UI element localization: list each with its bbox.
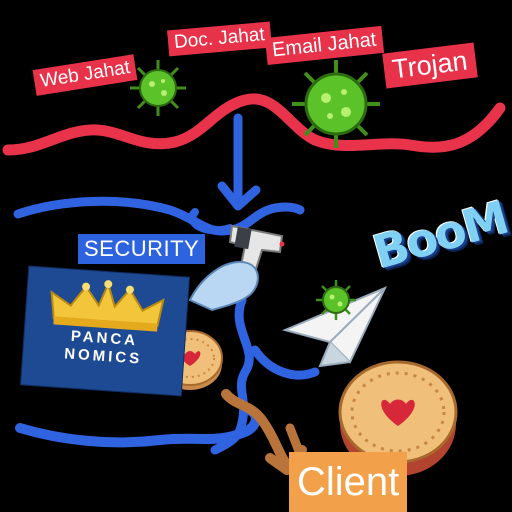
red-boundary-line	[2, 93, 506, 156]
blue-lower-boundary	[15, 405, 261, 448]
client-label: Client	[289, 452, 408, 512]
virus-icon	[292, 60, 380, 148]
blue-arrow-head	[217, 181, 261, 211]
virus-icon	[316, 280, 356, 320]
crown-icon	[50, 280, 165, 332]
brown-arrow-to-client	[221, 389, 290, 467]
blue-right-loop	[250, 345, 320, 380]
security-label: SECURITY	[78, 234, 206, 264]
cookie-icon	[338, 360, 458, 476]
pancanomics-logo: PANCA NOMICS	[21, 266, 189, 396]
virus-icon	[130, 60, 186, 116]
brown-arrow-head-2	[285, 423, 305, 459]
paper-plane-icon	[281, 286, 388, 368]
blue-upper-left-hook	[188, 208, 234, 235]
blue-upper-boundary	[13, 196, 305, 236]
thermometer-gun-icon	[188, 224, 285, 312]
